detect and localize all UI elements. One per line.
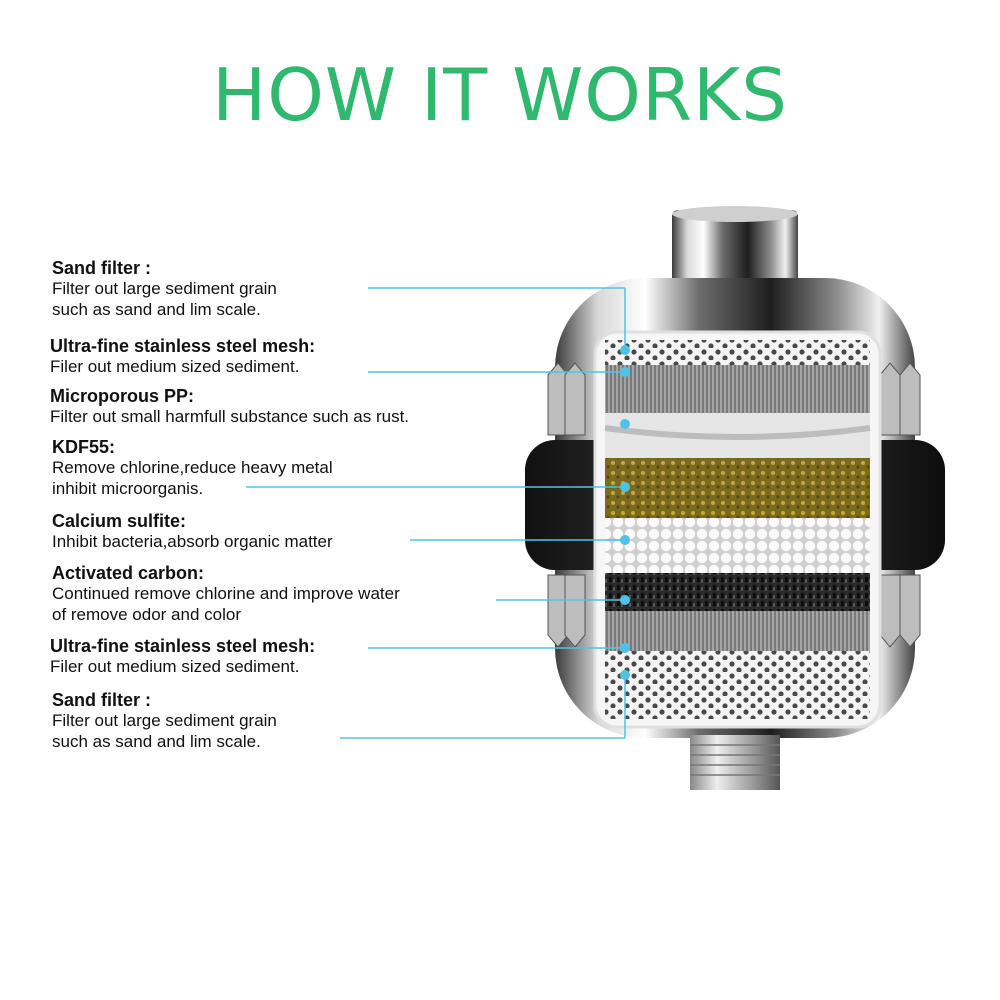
layer-label-1: Ultra-fine stainless steel mesh:Filer ou… [50,336,315,377]
layer-label-4: Calcium sulfite:Inhibit bacteria,absorb … [52,511,333,552]
layer-heading: Microporous PP: [50,386,195,406]
layer-mesh-top [605,365,870,413]
layer-description: Filter out large sediment grain [52,711,277,730]
callout-dot [620,419,630,429]
layer-sand-bottom [605,651,870,719]
layer-description: such as sand and lim scale. [52,300,261,319]
layer-description: of remove odor and color [52,605,241,624]
layer-description: inhibit microorganis. [52,479,204,498]
layer-description: Remove chlorine,reduce heavy metal [52,458,333,477]
layer-heading: Sand filter : [52,258,152,278]
layer-calcium-sulfite [605,518,870,573]
layer-description: Inhibit bacteria,absorb organic matter [52,532,333,551]
layer-label-0: Sand filter :Filter out large sediment g… [52,258,277,320]
callout-dot [620,482,630,492]
layer-description: Filter out small harmfull substance such… [50,407,410,426]
layer-description: Filter out large sediment grain [52,279,277,298]
layer-heading: Sand filter : [52,690,152,710]
layer-activated-carbon [605,573,870,611]
layer-label-3: KDF55:Remove chlorine,reduce heavy metal… [52,437,333,499]
callout-dot [620,595,630,605]
layer-description: Filer out medium sized sediment. [50,357,300,376]
cutaway-window [593,330,882,729]
callout-dot [620,367,630,377]
callout-dot [620,643,630,653]
bottom-thread [690,735,780,790]
layer-description: Continued remove chlorine and improve wa… [52,584,400,603]
layer-label-2: Microporous PP:Filter out small harmfull… [50,386,409,427]
callout-dot [620,535,630,545]
callout-dot [620,670,630,680]
layer-heading: Calcium sulfite: [52,511,187,531]
layer-label-5: Activated carbon:Continued remove chlori… [52,563,400,625]
layer-heading: Ultra-fine stainless steel mesh: [50,336,316,356]
layer-description: such as sand and lim scale. [52,732,261,751]
layer-label-7: Sand filter :Filter out large sediment g… [52,690,277,752]
layer-heading: KDF55: [52,437,116,457]
callout-dot [620,345,630,355]
layer-description: Filer out medium sized sediment. [50,657,300,676]
layer-label-6: Ultra-fine stainless steel mesh:Filer ou… [50,636,315,677]
callout-lines [246,287,630,739]
layer-kdf55 [605,458,870,518]
layer-heading: Activated carbon: [52,563,205,583]
layer-mesh-bottom [605,611,870,651]
layer-heading: Ultra-fine stainless steel mesh: [50,636,316,656]
page-title: HOW IT WORKS [212,53,788,137]
top-connector [672,206,798,290]
layer-sand-top [605,340,870,365]
